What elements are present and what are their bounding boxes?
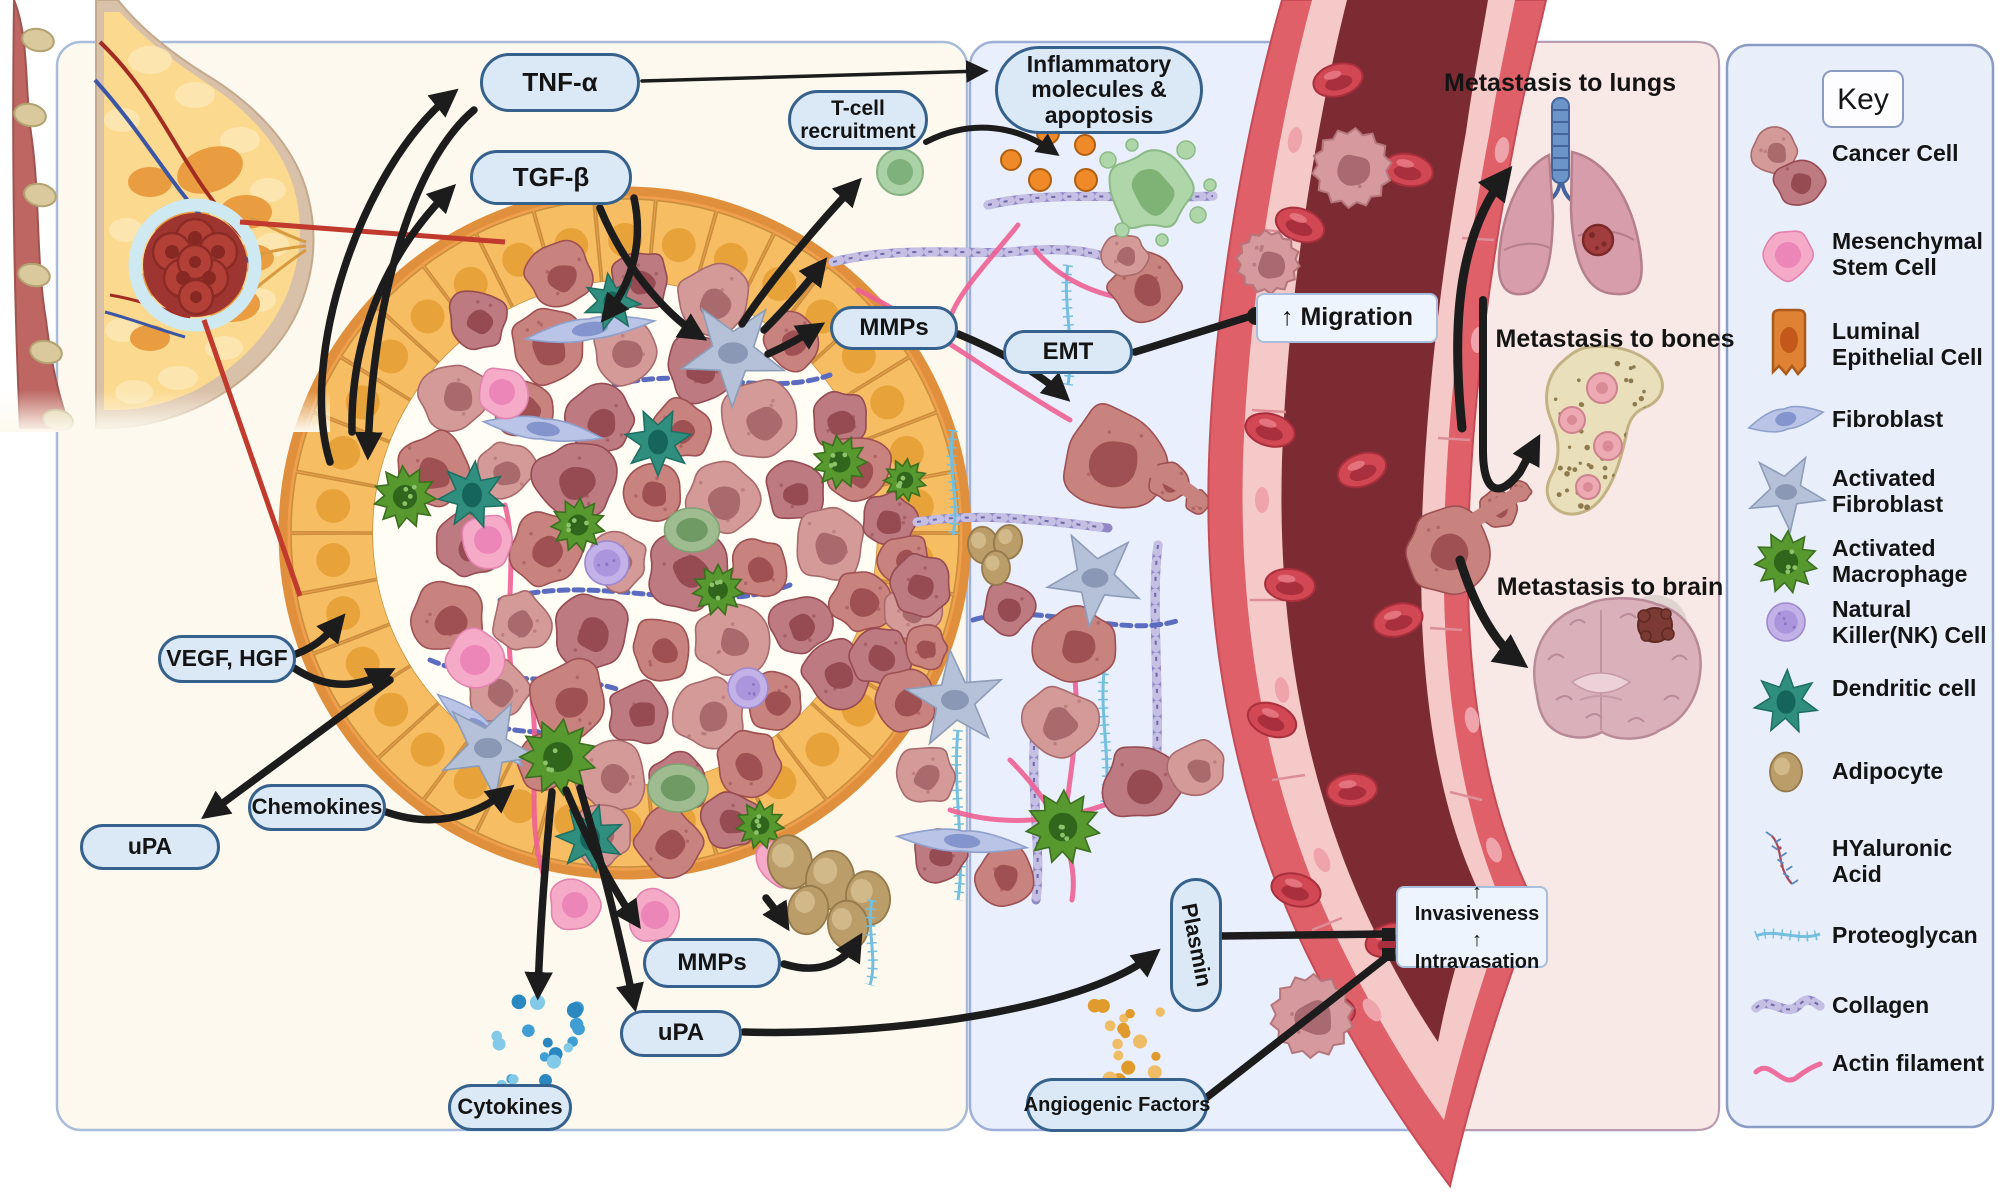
dendritic-cell-icon — [1752, 667, 1820, 734]
upa-bottom-text: uPA — [657, 1019, 705, 1047]
key-label-luminal: Luminal Epithelial Cell — [1832, 318, 1983, 371]
bone-illustration — [1545, 344, 1664, 516]
primary-tumor — [128, 198, 262, 332]
label-cytokines: Cytokines — [448, 1084, 572, 1131]
adipocyte-icon — [1769, 751, 1803, 793]
label-tnf-alpha: TNF-α — [480, 53, 640, 112]
t-cell — [876, 148, 924, 196]
lung-tumor — [1581, 223, 1615, 257]
metastasis-organs — [1497, 97, 1702, 740]
label-mmps-top: MMPs — [830, 306, 958, 350]
key-label-activated-fibroblast: Activated Fibroblast — [1832, 465, 1944, 518]
label-chemokines: Chemokines — [248, 784, 386, 831]
activated-fibroblast-icon — [1747, 455, 1828, 534]
luminal-epithelial-cell-icon — [1771, 308, 1807, 376]
key-title: Key — [1822, 70, 1904, 128]
key-icons — [1747, 126, 1828, 1083]
metastasis-brain-text: Metastasis to brain — [1496, 573, 1724, 602]
key-item-mesenchymal: Mesenchymal Stem Cell — [1832, 228, 2000, 281]
key-item-luminal: Luminal Epithelial Cell — [1832, 318, 2000, 371]
tcell-text: T-cell recruitment — [800, 96, 916, 143]
hyaluronic-acid-icon — [1765, 831, 1799, 885]
mmps-top-text: MMPs — [859, 313, 929, 341]
proteoglycan-icon — [1754, 928, 1822, 942]
key-label-hyaluronic: HYaluronic Acid — [1832, 835, 1953, 888]
label-tcell-recruitment: T-cell recruitment — [788, 90, 928, 150]
key-label-cancer-cell: Cancer Cell — [1832, 140, 1959, 166]
key-item-fibroblast: Fibroblast — [1832, 406, 2000, 432]
key-label-actin: Actin filament — [1832, 1050, 1985, 1076]
emt-text: EMT — [1042, 337, 1094, 365]
key-label-proteoglycan: Proteoglycan — [1832, 922, 1978, 948]
label-upa-bottom: uPA — [620, 1010, 742, 1057]
label-plasmin: Plasmin — [1170, 878, 1222, 1012]
heading-metastasis-lungs: Metastasis to lungs — [1440, 68, 1680, 100]
upa-left-text: uPA — [127, 833, 173, 860]
tgf-beta-text: TGF-β — [512, 162, 590, 193]
key-item-hyaluronic: HYaluronic Acid — [1832, 835, 2000, 888]
key-item-proteoglycan: Proteoglycan — [1832, 922, 2000, 948]
stroma-cells — [874, 234, 1225, 907]
cancer-cell-icon — [1750, 126, 1827, 206]
key-item-actin: Actin filament — [1832, 1050, 2000, 1076]
key-label-dendritic: Dendritic cell — [1832, 675, 1977, 701]
activated-macrophage-icon — [1753, 529, 1819, 595]
key-item-collagen: Collagen — [1832, 992, 2000, 1018]
label-angiogenic-factors: Angiogenic Factors — [1023, 1078, 1211, 1132]
label-upa-left: uPA — [80, 824, 220, 870]
endothelial-junctions — [1250, 228, 1495, 932]
vegf-hgf-text: VEGF, HGF — [166, 645, 288, 672]
key-item-activated-macrophage: Activated Macrophage — [1832, 535, 2000, 588]
key-item-adipocyte: Adipocyte — [1832, 758, 2000, 784]
label-inflammatory: Inflammatory molecules & apoptosis — [995, 46, 1203, 134]
inflammatory-text: Inflammatory molecules & apoptosis — [1026, 51, 1172, 128]
heading-metastasis-bones: Metastasis to bones — [1495, 324, 1735, 356]
plasmin-text: Plasmin — [1176, 901, 1217, 989]
label-invasiveness: ↑ Invasiveness ↑ Intravasation — [1396, 881, 1548, 973]
apoptotic-cell — [1099, 138, 1217, 247]
brain-tumor — [1637, 607, 1675, 643]
brain-illustration — [1533, 595, 1702, 740]
metastasis-bones-text: Metastasis to bones — [1495, 325, 1735, 354]
key-item-dendritic: Dendritic cell — [1832, 675, 2000, 701]
key-label-fibroblast: Fibroblast — [1832, 406, 1944, 432]
breast-anatomy-illustration — [0, 0, 330, 432]
invasiveness-line2: ↑ Intravasation — [1414, 929, 1540, 973]
label-mmps-bottom: MMPs — [643, 938, 781, 988]
label-migration: ↑ Migration — [1256, 293, 1438, 343]
key-label-mesenchymal: Mesenchymal Stem Cell — [1832, 228, 1983, 281]
metastasis-lungs-text: Metastasis to lungs — [1444, 69, 1676, 98]
key-label-activated-macrophage: Activated Macrophage — [1832, 535, 1968, 588]
mmps-bottom-text: MMPs — [677, 948, 747, 976]
label-emt: EMT — [1003, 330, 1133, 374]
process-arrows — [201, 60, 1541, 1102]
fibroblast-icon — [1747, 405, 1825, 433]
cytokines-text: Cytokines — [457, 1094, 563, 1120]
key-label-collagen: Collagen — [1832, 992, 1930, 1018]
key-item-nk-cell: Natural Killer(NK) Cell — [1832, 596, 2000, 649]
tnf-alpha-text: TNF-α — [522, 67, 598, 98]
tumor-cell-cluster — [372, 239, 949, 951]
key-title-text: Key — [1837, 82, 1889, 116]
chemokines-text: Chemokines — [251, 794, 383, 820]
migration-text: ↑ Migration — [1281, 303, 1413, 332]
key-label-adipocyte: Adipocyte — [1832, 758, 1944, 784]
key-label-nk-cell: Natural Killer(NK) Cell — [1832, 596, 1987, 649]
label-vegf-hgf: VEGF, HGF — [158, 635, 296, 683]
mesenchymal-stem-cell-icon — [1762, 230, 1815, 283]
key-item-activated-fibroblast: Activated Fibroblast — [1832, 465, 2000, 518]
heading-metastasis-brain: Metastasis to brain — [1490, 572, 1730, 604]
nk-cell-icon — [1766, 602, 1806, 642]
label-tgf-beta: TGF-β — [470, 150, 632, 205]
actin-filament-icon — [1753, 1061, 1823, 1083]
invasiveness-line1: ↑ Invasiveness — [1414, 881, 1540, 925]
callout-lines — [201, 219, 506, 597]
lungs-illustration — [1497, 97, 1643, 296]
collagen-icon — [1751, 995, 1825, 1014]
key-item-cancer-cell: Cancer Cell — [1832, 140, 2000, 166]
angiogenic-text: Angiogenic Factors — [1023, 1094, 1211, 1116]
